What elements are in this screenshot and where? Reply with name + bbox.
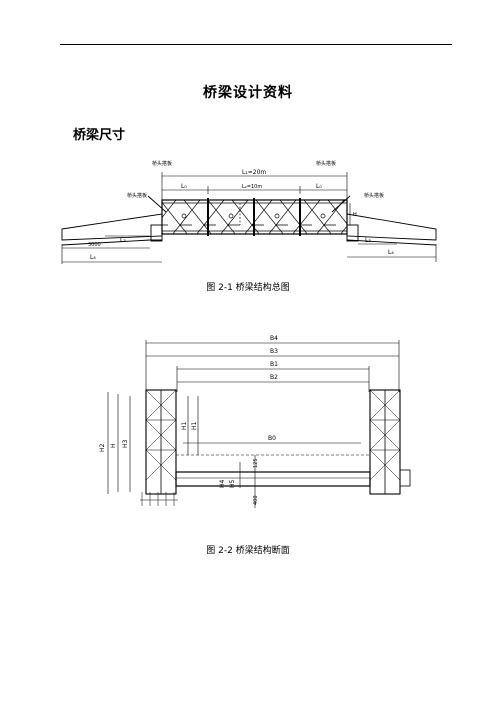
elevation-labels: 桥头搭板 桥头搭板 桥头搭板 桥头搭板 L₁=20m L₀ L₂=10m L₀ … — [88, 160, 394, 261]
label-left-dim3: L₄ — [90, 254, 96, 261]
label-span-total: L₁=20m — [242, 169, 266, 176]
label-h4: H4 — [219, 479, 226, 488]
section-frames — [140, 389, 411, 506]
approach-ramps — [61, 195, 437, 246]
figure1-caption: 图 2-1 桥梁结构总图 — [206, 283, 290, 293]
label-left-top: 桥头搭板 — [152, 160, 172, 167]
label-b3: B3 — [270, 348, 278, 355]
label-125: 125 — [253, 458, 259, 468]
label-h: H — [110, 443, 117, 448]
label-span-left: L₀ — [181, 183, 187, 190]
label-h2: H2 — [99, 443, 106, 452]
label-left-dim1: 3000 — [88, 242, 101, 248]
section-heading: 桥梁尺寸 — [73, 128, 126, 143]
label-b4: B4 — [270, 335, 278, 342]
label-b1: B1 — [270, 361, 278, 368]
label-b0: B0 — [268, 435, 276, 442]
section-labels: B4 B3 B1 B2 B0 H2 H H3 H1 H1 H4 H5 125 4… — [99, 335, 278, 505]
label-span-mid: L₂=10m — [242, 184, 262, 190]
label-h1-b: H1 — [191, 421, 198, 430]
label-height: H — [353, 212, 357, 218]
dimension-lines — [61, 172, 437, 264]
label-b2: B2 — [270, 374, 278, 381]
label-400: 400 — [253, 495, 259, 505]
document-title: 桥梁设计资料 — [203, 85, 293, 101]
header-rule — [60, 44, 452, 45]
label-right-side: 桥头搭板 — [364, 192, 384, 199]
label-right-dim2: L₄ — [388, 249, 394, 256]
label-h3: H3 — [122, 439, 129, 448]
label-right-dim1: L₃ — [365, 237, 371, 244]
label-left-side: 桥头搭板 — [127, 192, 147, 199]
label-left-dim2: L₃ — [120, 237, 126, 244]
section-dimension-lines — [107, 340, 400, 508]
bridge-truss — [161, 198, 348, 236]
label-right-top: 桥头搭板 — [316, 160, 336, 167]
figure2-caption: 图 2-2 桥梁结构断面 — [206, 546, 290, 556]
label-span-right: L₀ — [316, 183, 322, 190]
label-h1-a: H1 — [181, 421, 188, 430]
label-h5: H5 — [229, 479, 236, 488]
